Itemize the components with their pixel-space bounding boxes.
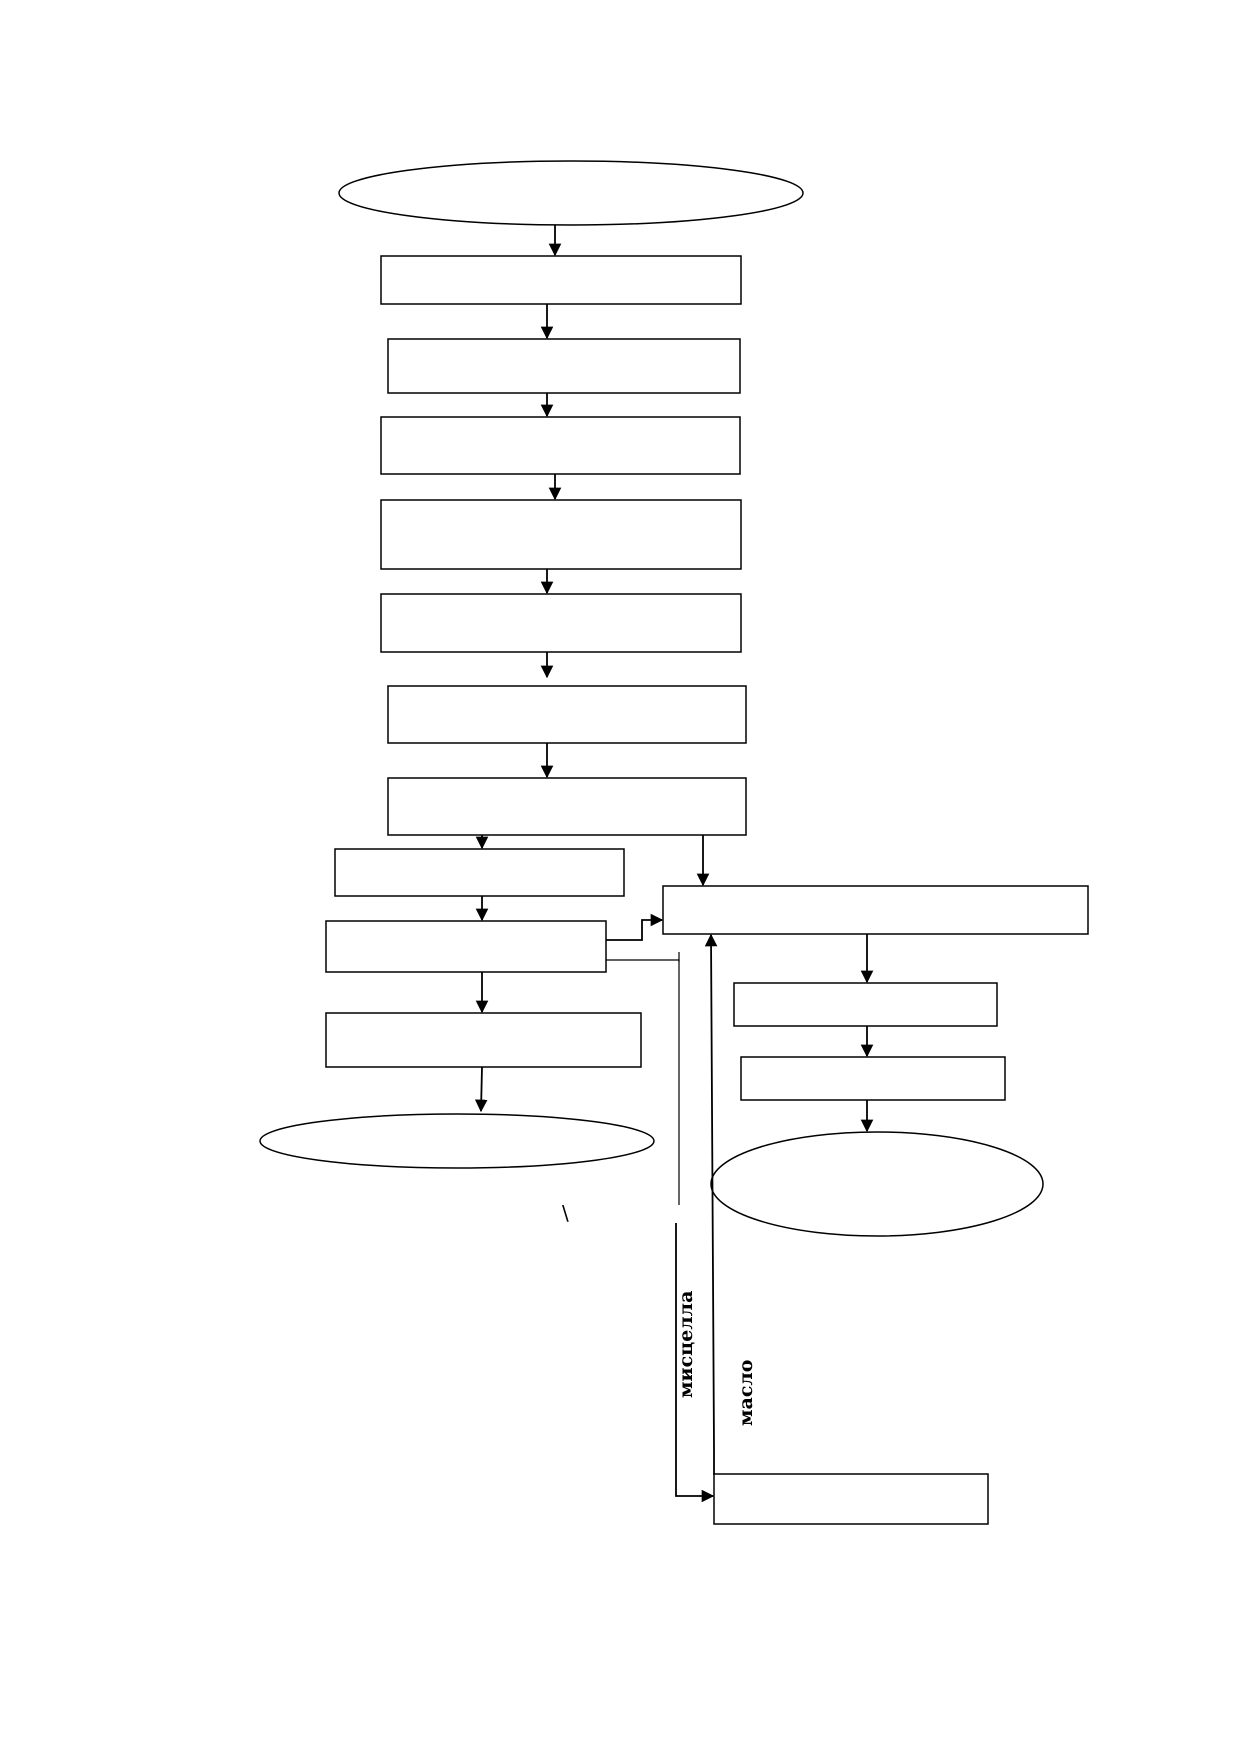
process-box-7	[387, 777, 747, 836]
left-box-2	[325, 920, 607, 973]
process-box-3	[380, 416, 741, 475]
arrow-left2-to-right-top	[606, 913, 664, 941]
process-box-5	[380, 593, 742, 653]
process-box-6	[387, 685, 747, 744]
left-box-1	[334, 848, 625, 897]
right-box-3	[740, 1056, 1006, 1101]
miscella-arrow-to-bottom-box	[675, 1223, 715, 1503]
miscella-line	[606, 959, 680, 1205]
process-box-2	[387, 338, 741, 394]
right-end-ellipse	[710, 1131, 1044, 1237]
left-box-3	[325, 1012, 642, 1068]
process-box-4	[380, 499, 742, 570]
label-oil: масло	[735, 1360, 757, 1426]
bottom-box	[713, 1473, 989, 1525]
start-ellipse	[338, 160, 804, 226]
right-top-box	[662, 885, 1089, 935]
process-box-1	[380, 255, 742, 305]
left-end-ellipse	[259, 1113, 655, 1169]
oil-arrow-to-right-top	[704, 933, 718, 1475]
right-box-2	[733, 982, 998, 1027]
stray-mark: \	[562, 1201, 569, 1225]
arrow-left3-to-end	[474, 1066, 488, 1113]
label-miscella: мисцелла	[675, 1291, 697, 1398]
